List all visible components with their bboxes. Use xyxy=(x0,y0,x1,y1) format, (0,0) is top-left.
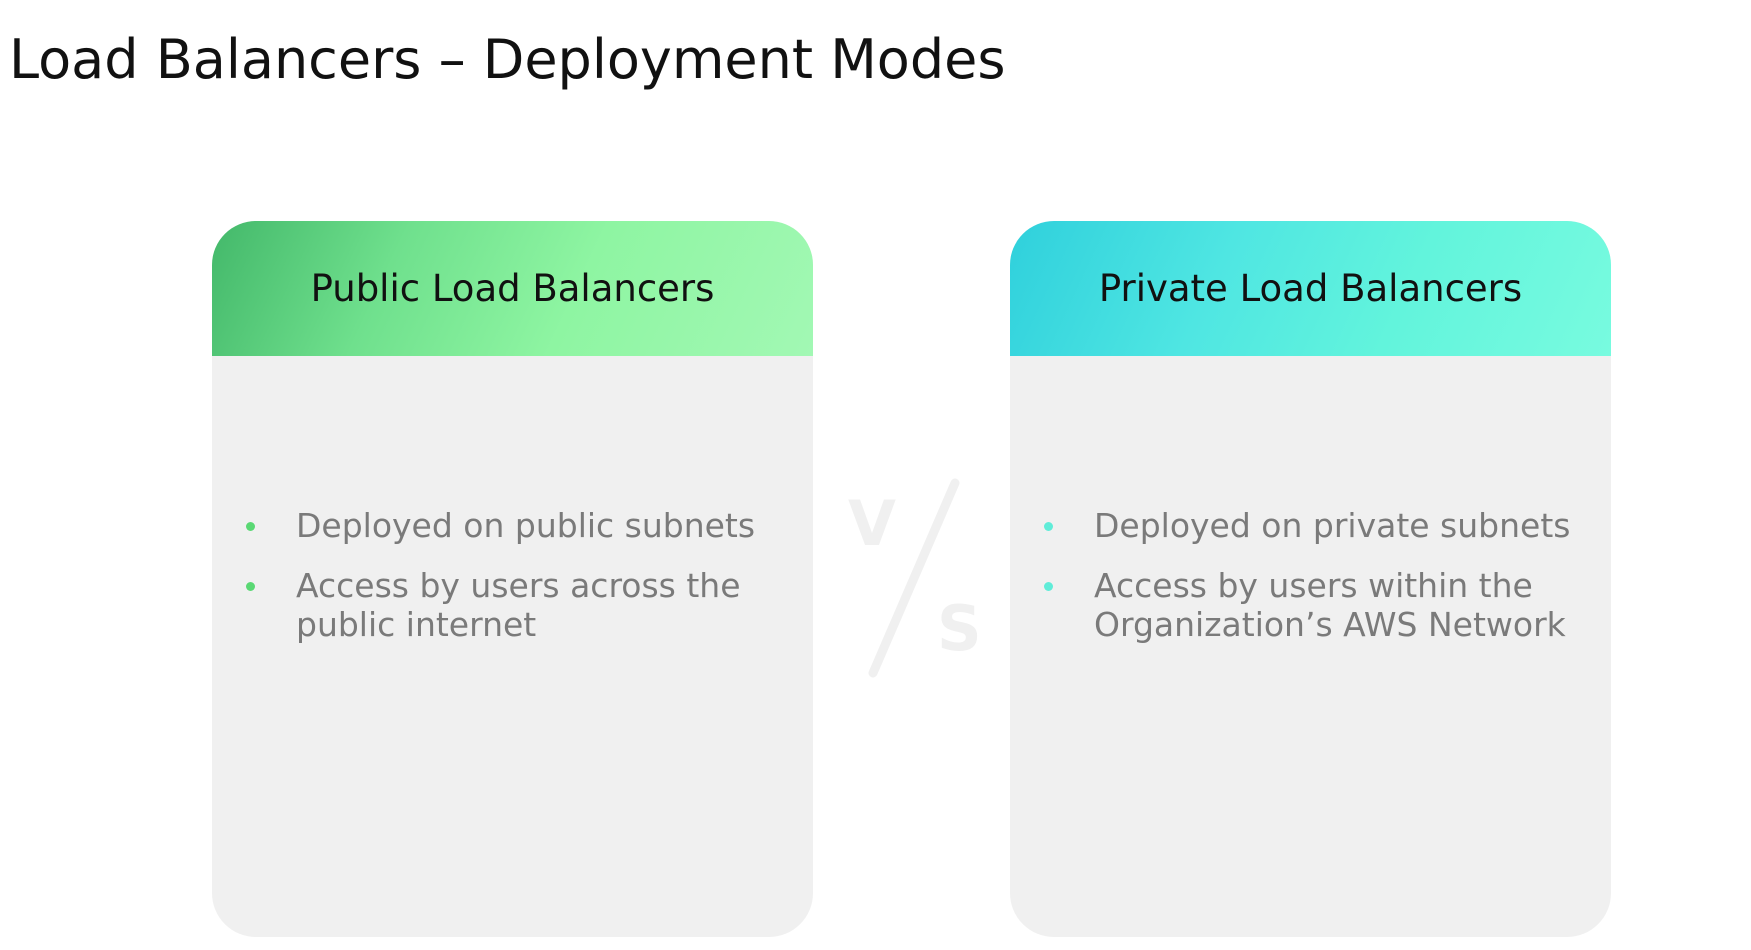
bullet-dot-icon xyxy=(246,522,255,531)
bullet-text: Deployed on public subnets xyxy=(296,506,756,545)
card-title: Private Load Balancers xyxy=(1098,267,1523,310)
bullet-dot-icon xyxy=(1044,582,1053,591)
bullet-dot-icon xyxy=(246,582,255,591)
bullet-text: Access by users across the public intern… xyxy=(296,566,741,644)
slide-title: Load Balancers – Deployment Modes xyxy=(9,28,1006,91)
bullet-dot-icon xyxy=(1044,522,1053,531)
bullet-text: Access by users within the Organization’… xyxy=(1094,566,1566,644)
card-title: Public Load Balancers xyxy=(310,267,715,310)
bullet-item: Access by users across the public intern… xyxy=(246,566,796,644)
vs-slash xyxy=(868,478,960,678)
public-load-balancers-card: Public Load Balancers Deployed on public… xyxy=(212,221,813,937)
bullet-item: Access by users within the Organization’… xyxy=(1044,566,1594,644)
vs-letter-v: V xyxy=(848,487,896,560)
bullet-text: Deployed on private subnets xyxy=(1094,506,1571,545)
bullet-list: Deployed on private subnets Access by us… xyxy=(1044,506,1594,665)
vs-letter-s: S xyxy=(937,592,982,665)
card-header: Public Load Balancers xyxy=(212,221,813,356)
private-load-balancers-card: Private Load Balancers Deployed on priva… xyxy=(1010,221,1611,937)
vs-icon: V S xyxy=(848,478,982,678)
bullet-list: Deployed on public subnets Access by use… xyxy=(246,506,796,665)
bullet-item: Deployed on private subnets xyxy=(1044,506,1594,545)
bullet-item: Deployed on public subnets xyxy=(246,506,796,545)
card-header: Private Load Balancers xyxy=(1010,221,1611,356)
